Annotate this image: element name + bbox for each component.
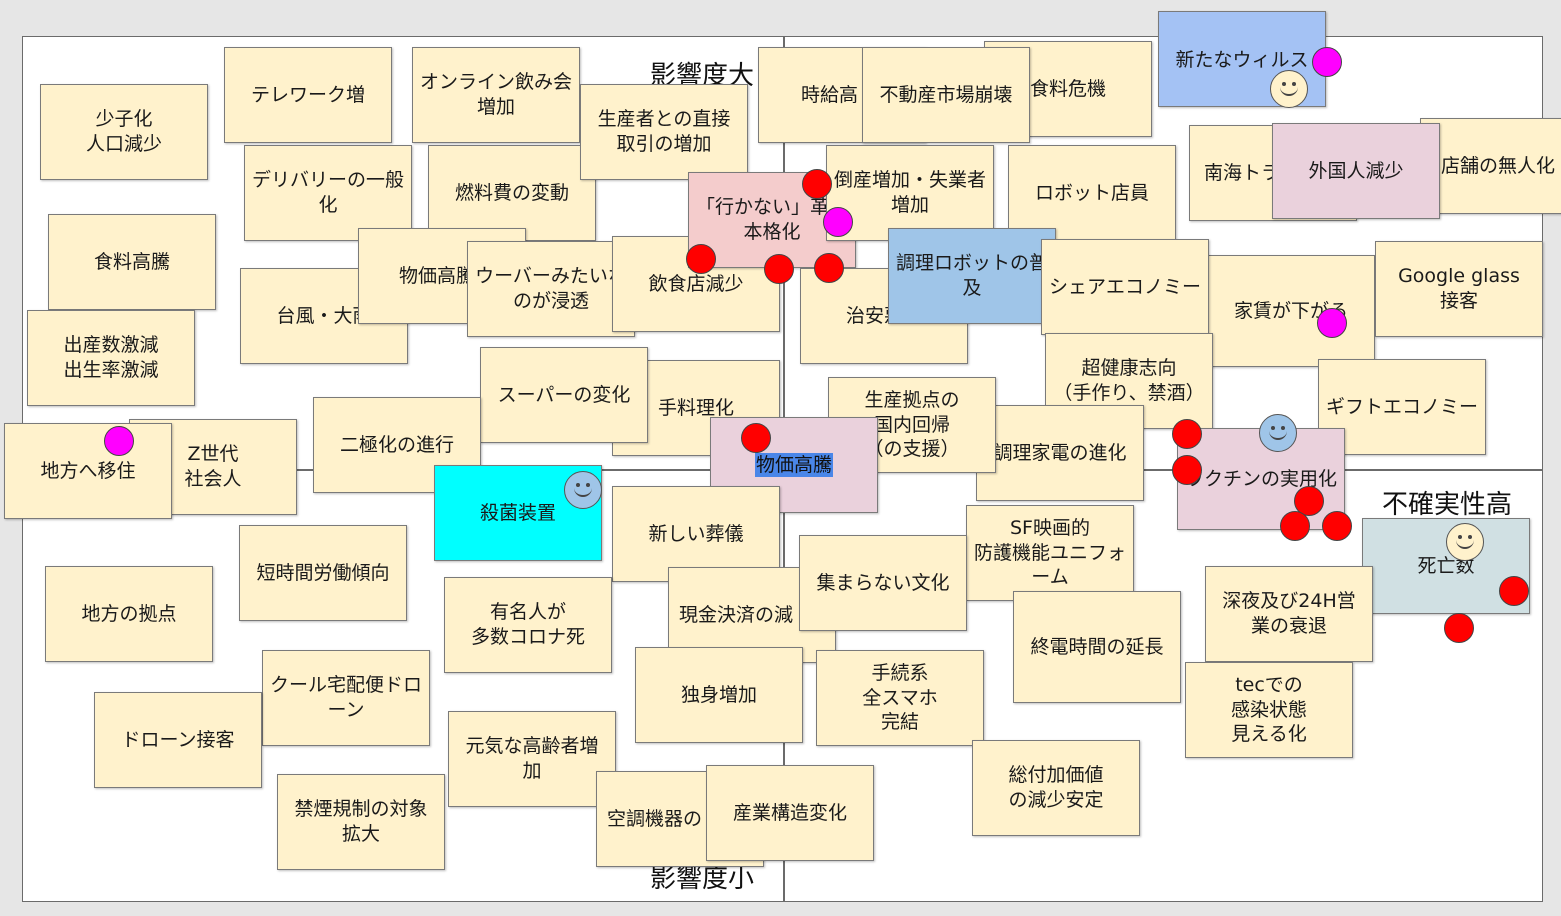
sticky-note[interactable]: 家賃が下がる (1207, 255, 1375, 367)
sticky-note[interactable]: 不動産市場崩壊 (862, 47, 1030, 143)
sticky-note[interactable]: シェアエコノミー (1041, 239, 1209, 335)
sticky-note[interactable]: 食料高騰 (48, 214, 216, 310)
red-vote-dot[interactable] (1322, 511, 1352, 541)
sticky-note[interactable]: 新しい葬儀 (612, 486, 780, 582)
sticky-note[interactable]: 地方へ移住 (4, 423, 172, 519)
sticky-note[interactable]: ギフトエコノミー (1318, 359, 1486, 455)
sticky-note[interactable]: デリバリーの一般 化 (244, 145, 412, 241)
sticky-note[interactable]: ロボット店員 (1008, 145, 1176, 241)
red-vote-dot[interactable] (741, 423, 771, 453)
sticky-note[interactable]: 有名人が 多数コロナ死 (444, 577, 612, 673)
red-vote-dot[interactable] (1280, 511, 1310, 541)
sticky-note-blue[interactable]: 調理ロボットの普 及 (888, 228, 1056, 324)
red-vote-dot[interactable] (686, 244, 716, 274)
sticky-note-pink[interactable]: ワクチンの実用化 (1177, 428, 1345, 530)
sticky-note-pink[interactable]: 物価高騰 (710, 417, 878, 513)
sticky-note[interactable]: 元気な高齢者増 加 (448, 711, 616, 807)
axis-label-right: 不確実性高 (1382, 490, 1513, 520)
sticky-note[interactable]: 短時間労働傾向 (239, 525, 407, 621)
sticky-note[interactable]: 出産数激減 出生率激減 (27, 310, 195, 406)
red-vote-dot[interactable] (1444, 613, 1474, 643)
sticky-note[interactable]: 総付加価値 の減少安定 (972, 740, 1140, 836)
red-vote-dot[interactable] (1172, 419, 1202, 449)
sticky-note[interactable]: スーパーの変化 (480, 347, 648, 443)
magenta-vote-dot[interactable] (1317, 308, 1347, 338)
red-vote-dot[interactable] (814, 253, 844, 283)
sticky-note[interactable]: 調理家電の進化 (976, 405, 1144, 501)
red-vote-dot[interactable] (1499, 576, 1529, 606)
sticky-note[interactable]: 集まらない文化 (799, 535, 967, 631)
smiley-face-icon[interactable] (1270, 70, 1308, 108)
sticky-note-pink[interactable]: 外国人減少 (1272, 123, 1440, 219)
sticky-note[interactable]: tecでの 感染状態 見える化 (1185, 662, 1353, 758)
sticky-note[interactable]: ドローン接客 (94, 692, 262, 788)
sticky-note[interactable]: 少子化 人口減少 (40, 84, 208, 180)
red-vote-dot[interactable] (802, 169, 832, 199)
smiley-face-icon[interactable] (1446, 523, 1484, 561)
red-vote-dot[interactable] (1172, 455, 1202, 485)
sticky-note[interactable]: 倒産増加・失業者 増加 (826, 145, 994, 241)
smiley-face-icon[interactable] (564, 471, 602, 509)
sticky-note[interactable]: オンライン飲み会 増加 (412, 47, 580, 143)
sticky-note[interactable]: 禁煙規制の対象 拡大 (277, 774, 445, 870)
sticky-note[interactable]: 店舗の無人化 (1420, 118, 1561, 214)
sticky-note[interactable]: SF映画的 防護機能ユニフォ ーム (966, 505, 1134, 601)
sticky-note[interactable]: ウーバーみたいな のが浸透 (467, 241, 635, 337)
sticky-note[interactable]: テレワーク増 (224, 47, 392, 143)
red-vote-dot[interactable] (764, 254, 794, 284)
axis-label-bottom: 影響度小 (650, 864, 755, 894)
sticky-note[interactable]: クール宅配便ドロ ーン (262, 650, 430, 746)
smiley-face-icon[interactable] (1259, 414, 1297, 452)
sticky-note[interactable]: Google glass 接客 (1375, 241, 1543, 337)
sticky-note[interactable]: 地方の拠点 (45, 566, 213, 662)
sticky-note[interactable]: 独身増加 (635, 647, 803, 743)
sticky-note[interactable]: 燃料費の変動 (428, 145, 596, 241)
sticky-note[interactable]: 深夜及び24H営 業の衰退 (1205, 566, 1373, 662)
sticky-note[interactable]: 手続系 全スマホ 完結 (816, 650, 984, 746)
highlighted-text: 物価高騰 (754, 452, 833, 478)
sticky-note[interactable]: 終電時間の延長 (1013, 591, 1181, 703)
sticky-note[interactable]: 産業構造変化 (706, 765, 874, 861)
magenta-vote-dot[interactable] (823, 207, 853, 237)
magenta-vote-dot[interactable] (1312, 47, 1342, 77)
magenta-vote-dot[interactable] (104, 426, 134, 456)
sticky-note[interactable]: 生産者との直接 取引の増加 (580, 84, 748, 180)
